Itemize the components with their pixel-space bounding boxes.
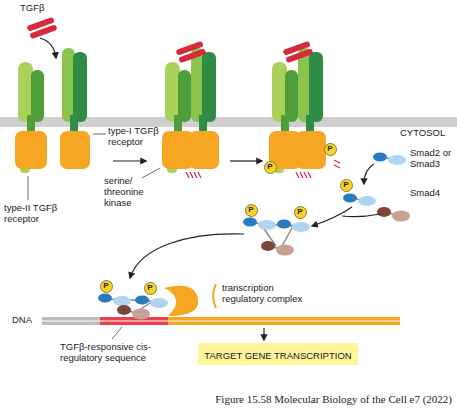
node-text: P xyxy=(147,284,152,292)
node-text: TARGET GENE TRANSCRIPTION xyxy=(204,350,351,361)
phosphate-circle: P xyxy=(264,161,277,174)
kinase-ticks xyxy=(186,172,201,178)
label: type-I TGFβ receptor xyxy=(108,126,164,148)
label: TGFβ-responsive cis-regulatory sequence xyxy=(60,342,172,364)
label: type-II TGFβ receptor xyxy=(4,203,66,225)
phosphate-circle: P xyxy=(100,280,113,293)
leader-lines xyxy=(28,134,160,339)
bracket xyxy=(213,284,216,308)
smad2-3 xyxy=(373,153,406,166)
label: Smad4 xyxy=(410,188,440,199)
target-box: TARGET GENE TRANSCRIPTION xyxy=(198,343,357,365)
node-text: P xyxy=(267,163,272,171)
smad-complex xyxy=(243,218,310,256)
label: serine/ threonine kinase xyxy=(104,176,150,209)
label: Smad2 or Smad3 xyxy=(410,148,454,170)
smad4 xyxy=(377,207,410,222)
label: CYTOSOL xyxy=(400,128,445,139)
dna xyxy=(42,317,400,325)
label: DNA xyxy=(12,315,32,326)
type-i-receptor xyxy=(60,48,90,169)
node-text: P xyxy=(248,206,253,214)
phosphate-circle: P xyxy=(245,204,258,217)
type-ii-receptor xyxy=(15,62,47,173)
node-text: P xyxy=(103,282,108,290)
node-text: P xyxy=(343,181,348,189)
phosphate-circle: P xyxy=(340,179,353,192)
label: transcription regulatory complex xyxy=(222,283,314,305)
node-text: P xyxy=(327,145,332,153)
node-text: P xyxy=(297,208,302,216)
tgfb-ligand xyxy=(26,17,57,40)
phosphate-circle: P xyxy=(144,282,157,295)
caption: Figure 15.58 Molecular Biology of the Ce… xyxy=(215,393,452,405)
label: TGFβ xyxy=(20,3,44,14)
phosphate-circle: P xyxy=(294,206,307,219)
phosphate-circle: P xyxy=(324,143,337,156)
